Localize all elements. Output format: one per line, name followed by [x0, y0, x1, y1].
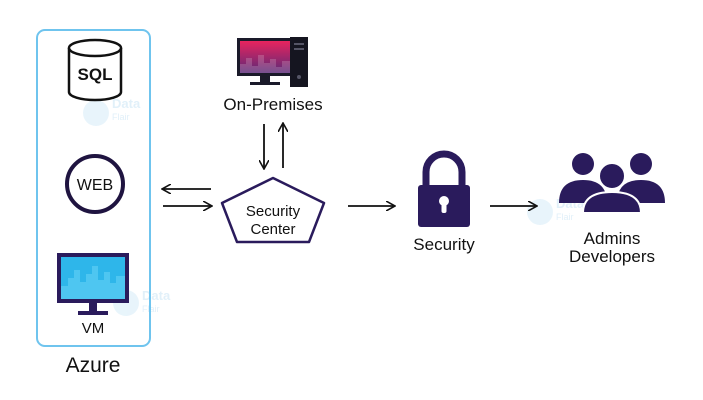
users-label-line2: Developers	[569, 247, 655, 266]
users-label-line1: Admins	[584, 229, 641, 248]
sql-label: SQL	[78, 65, 113, 84]
vm-label: VM	[82, 320, 105, 337]
monitor-icon: VM	[57, 253, 129, 337]
watermark-subtext: Flair	[556, 212, 574, 222]
azure-group: SQL WEB VM Azure	[36, 29, 151, 377]
security-node: Security	[413, 150, 475, 254]
users-node: Admins Developers	[559, 153, 665, 266]
watermark-subtext: Flair	[112, 112, 130, 122]
padlock-icon	[418, 150, 470, 227]
azure-label: Azure	[66, 354, 121, 377]
watermark-text: Data	[112, 96, 141, 111]
security-label: Security	[413, 235, 475, 254]
on-premises-group: On-Premises	[223, 37, 323, 114]
security-center-label-line1: Security	[246, 203, 301, 220]
watermark-logo-icon	[83, 100, 109, 126]
azure-box	[36, 29, 151, 347]
watermark-logo-icon	[527, 199, 553, 225]
watermark-text: Data	[142, 288, 171, 303]
security-center-label-line2: Center	[250, 221, 295, 238]
database-icon: SQL	[67, 38, 123, 102]
security-center-shape	[220, 176, 326, 244]
globe-icon: WEB	[65, 154, 125, 214]
security-center-node: Security Center	[220, 176, 326, 244]
desktop-computer-icon	[237, 37, 308, 87]
user-group-icon	[559, 153, 665, 214]
on-premises-label: On-Premises	[223, 95, 322, 114]
watermark: Data Flair	[83, 96, 141, 126]
web-label: WEB	[77, 177, 113, 194]
